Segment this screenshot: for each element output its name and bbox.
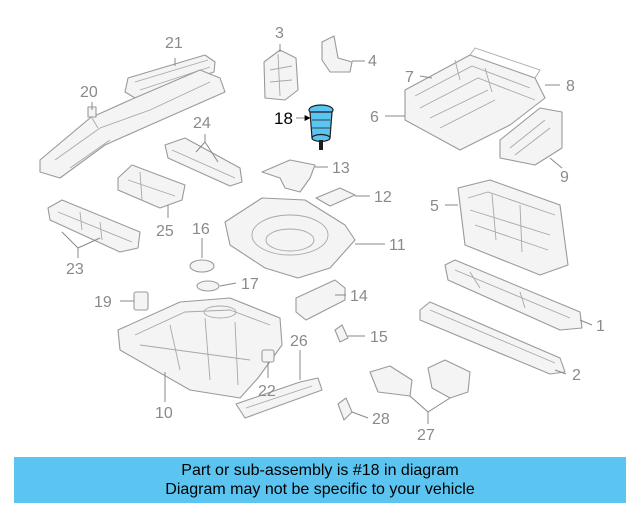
part-11-wheel-well bbox=[224, 197, 356, 279]
callout-16: 16 bbox=[192, 221, 210, 238]
part-25-bracket bbox=[117, 164, 186, 209]
callout-27: 27 bbox=[417, 427, 435, 444]
callout-17: 17 bbox=[241, 276, 259, 293]
banner-line-1: Part or sub-assembly is #18 in diagram bbox=[181, 462, 459, 479]
leader-lines bbox=[61, 44, 593, 424]
callout-9: 9 bbox=[560, 169, 569, 186]
part-5-rear-wall bbox=[457, 179, 569, 276]
part-2-sill bbox=[419, 301, 566, 375]
part-27-brackets bbox=[369, 359, 471, 399]
part-17-ring bbox=[196, 280, 220, 292]
parts-diagram: 21 20 3 4 18 7 8 6 9 5 1 2 24 25 23 13 1… bbox=[39, 25, 605, 444]
callout-5: 5 bbox=[430, 198, 439, 215]
part-28-clip bbox=[337, 397, 353, 421]
callout-22: 22 bbox=[258, 383, 276, 400]
callout-6: 6 bbox=[370, 109, 379, 126]
callout-19: 19 bbox=[94, 294, 112, 311]
part-24-bracket bbox=[164, 137, 243, 187]
callout-4: 4 bbox=[368, 53, 377, 70]
part-1-rear-panel bbox=[444, 259, 583, 331]
callout-3: 3 bbox=[275, 25, 284, 42]
part-18-highlighted bbox=[308, 104, 334, 150]
part-4-bracket bbox=[321, 35, 353, 73]
part-26-rail bbox=[235, 377, 323, 419]
part-6-rear-panel bbox=[404, 47, 546, 151]
part-9-panel bbox=[499, 107, 563, 166]
callout-12: 12 bbox=[374, 189, 392, 206]
callout-15: 15 bbox=[370, 329, 388, 346]
callout-25: 25 bbox=[156, 223, 174, 240]
callout-7: 7 bbox=[405, 69, 414, 86]
callout-11: 11 bbox=[389, 237, 406, 254]
callout-1: 1 bbox=[596, 318, 605, 335]
callout-23: 23 bbox=[66, 261, 84, 278]
part-12-plate bbox=[315, 187, 356, 207]
banner-line-2: Diagram may not be specific to your vehi… bbox=[165, 481, 475, 498]
callout-2: 2 bbox=[572, 367, 581, 384]
part-23-crossmember bbox=[47, 199, 141, 253]
part-16-ring bbox=[189, 259, 215, 273]
part-22-clip bbox=[261, 349, 275, 363]
info-banner: Part or sub-assembly is #18 in diagram D… bbox=[14, 457, 626, 503]
part-3-bracket bbox=[263, 49, 299, 101]
callout-numbers: 21 20 3 4 18 7 8 6 9 5 1 2 24 25 23 13 1… bbox=[66, 25, 605, 444]
callout-13: 13 bbox=[332, 160, 350, 177]
callout-28: 28 bbox=[372, 411, 390, 428]
callout-10: 10 bbox=[155, 405, 173, 422]
callout-8: 8 bbox=[566, 78, 575, 95]
part-19-clip bbox=[133, 291, 149, 311]
callout-24: 24 bbox=[193, 115, 211, 132]
callout-21: 21 bbox=[165, 35, 183, 52]
callout-18: 18 bbox=[274, 109, 293, 128]
callout-20: 20 bbox=[80, 84, 98, 101]
part-15-clip bbox=[334, 324, 349, 343]
part-13-bracket bbox=[261, 159, 316, 193]
callout-26: 26 bbox=[290, 333, 308, 350]
part-14-bracket bbox=[295, 279, 346, 321]
callout-14: 14 bbox=[350, 288, 368, 305]
